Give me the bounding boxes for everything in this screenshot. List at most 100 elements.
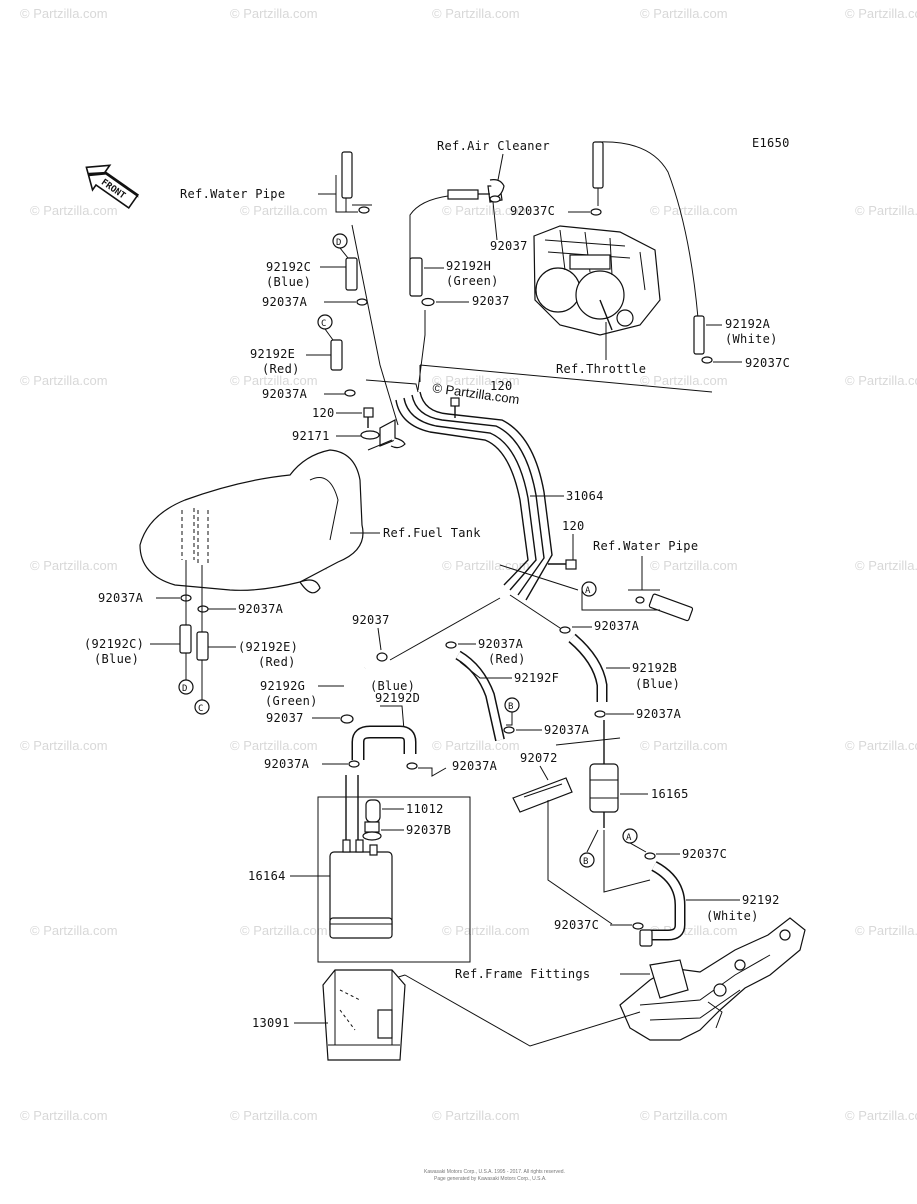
watermark-text: © Partzilla.com <box>230 6 318 21</box>
label-92192g: 92192G <box>260 679 305 693</box>
clamp-92171-icon <box>360 419 406 449</box>
label-92037c-2: 92037C <box>745 356 790 370</box>
watermark-text: © Partzilla.com <box>650 558 738 573</box>
label-red-3: (Red) <box>488 652 526 666</box>
label-92037a-6: 92037A <box>478 637 524 651</box>
label-92037a-5: 92037A <box>594 619 640 633</box>
label-92192h: 92192H <box>446 259 491 273</box>
hose-92192f <box>456 651 504 741</box>
throttle-body-icon <box>533 225 661 336</box>
diagram-code: E1650 <box>752 136 790 150</box>
label-31064: 31064 <box>566 489 604 503</box>
label-red-1: (Red) <box>262 362 300 376</box>
watermark-text: © Partzilla.com <box>20 738 108 753</box>
label-92037-a: 92037 <box>490 239 528 253</box>
hose-92192c <box>345 257 358 291</box>
hose-92192h <box>409 257 423 297</box>
label-92037c-top: 92037C <box>510 204 555 218</box>
watermark-text: © Partzilla.com <box>20 373 108 388</box>
hose-92192-throttle-top <box>592 141 604 189</box>
label-blue-2: (Blue) <box>94 652 139 666</box>
bolt-120-b-icon <box>548 559 577 570</box>
label-92037a-8: 92037A <box>452 759 498 773</box>
label-ref-frame-fittings: Ref.Frame Fittings <box>455 967 590 981</box>
watermark-text: © Partzilla.com <box>640 1108 728 1123</box>
svg-text:C: C <box>198 704 203 714</box>
label-92037c-4: 92037C <box>554 918 599 932</box>
watermark-text: © Partzilla.com <box>432 373 520 388</box>
cover-13091-icon <box>322 969 406 1061</box>
bolt-120-top-icon <box>450 397 460 418</box>
label-white-2: (White) <box>706 909 759 923</box>
label-ref-water-pipe-mid: Ref.Water Pipe <box>593 539 698 553</box>
marker-b-mid: B <box>504 697 520 713</box>
label-92037b: 92037B <box>406 823 451 837</box>
water-pipe-hose-mid <box>648 593 694 622</box>
hose-92192a <box>693 315 705 355</box>
label-92037-d: 92037 <box>266 711 304 725</box>
watermark-text: © Partzilla.com <box>30 923 118 938</box>
label-ref-fuel-tank: Ref.Fuel Tank <box>383 526 481 540</box>
water-pipe-hose-top <box>341 151 372 214</box>
label-green-1: (Green) <box>446 274 499 288</box>
svg-text:A: A <box>585 586 591 596</box>
front-arrow-icon: FRONT <box>85 164 140 210</box>
watermark-text: © Partzilla.com <box>845 738 917 753</box>
svg-text:C: C <box>321 319 326 329</box>
label-92037a-4: 92037A <box>238 602 284 616</box>
fuel-tank-icon <box>139 449 364 594</box>
label-92037-c: 92037 <box>352 613 390 627</box>
hose-92192d <box>353 727 415 760</box>
watermark-text: © Partzilla.com <box>20 1108 108 1123</box>
label-ref-air-cleaner: Ref.Air Cleaner <box>437 139 550 153</box>
footer-line-1: Kawasaki Motors Corp., U.S.A. 1995 - 201… <box>424 1169 565 1175</box>
label-92192f: 92192F <box>514 671 559 685</box>
label-92072: 92072 <box>520 751 558 765</box>
label-ref-water-pipe-top: Ref.Water Pipe <box>180 187 285 201</box>
label-16165: 16165 <box>651 787 689 801</box>
bolt-120-a-icon <box>363 407 374 428</box>
label-92192c: 92192C <box>266 260 311 274</box>
label-92037a-10: 92037A <box>636 707 682 721</box>
label-red-2: (Red) <box>258 655 296 669</box>
bracket-92072-icon <box>512 777 573 813</box>
label-11012: 11012 <box>406 802 444 816</box>
label-92037c-3: 92037C <box>682 847 727 861</box>
hose-92192e <box>330 339 343 371</box>
label-blue-3: (Blue) <box>635 677 680 691</box>
canister-16164-icon <box>329 775 393 939</box>
label-92192a: 92192A <box>725 317 771 331</box>
label-120-top: 120 <box>490 379 513 393</box>
marker-a-mid: A <box>581 581 597 597</box>
pipe-bundle-31064 <box>395 391 553 601</box>
marker-d-top: D <box>332 233 348 249</box>
watermark-text: © Partzilla.com <box>230 1108 318 1123</box>
label-92037-b: 92037 <box>472 294 510 308</box>
watermark-text: © Partzilla.com <box>640 738 728 753</box>
watermark-text: © Partzilla.com <box>30 558 118 573</box>
clamp-92037b-icon <box>362 821 382 841</box>
frame-bracket-icon <box>619 917 806 1041</box>
watermark-text: © Partzilla.com <box>30 203 118 218</box>
svg-text:A: A <box>626 833 632 843</box>
label-92037a-7: 92037A <box>264 757 310 771</box>
canister-group-box <box>317 796 471 963</box>
watermark-text: © Partzilla.com <box>442 558 530 573</box>
watermark-text: © Partzilla.com <box>855 923 917 938</box>
watermark-text: © Partzilla.com <box>640 6 728 21</box>
watermark-text: © Partzilla.com <box>432 738 520 753</box>
label-ref-throttle: Ref.Throttle <box>556 362 646 376</box>
watermark-text: © Partzilla.com <box>845 6 917 21</box>
label-92192d: 92192D <box>375 691 420 705</box>
marker-c-top: C <box>317 314 333 330</box>
marker-d-bottom: D <box>178 679 194 695</box>
label-92037a-3: 92037A <box>98 591 144 605</box>
watermark-text: © Partzilla.com <box>432 1108 520 1123</box>
watermark-text: © Partzilla.com <box>230 738 318 753</box>
svg-text:D: D <box>336 238 341 248</box>
label-16164: 16164 <box>248 869 286 883</box>
label-blue-1: (Blue) <box>266 275 311 289</box>
label-92192c-paren: (92192C) <box>84 637 144 651</box>
watermark-grid: © Partzilla.com © Partzilla.com © Partzill… <box>20 6 917 1123</box>
